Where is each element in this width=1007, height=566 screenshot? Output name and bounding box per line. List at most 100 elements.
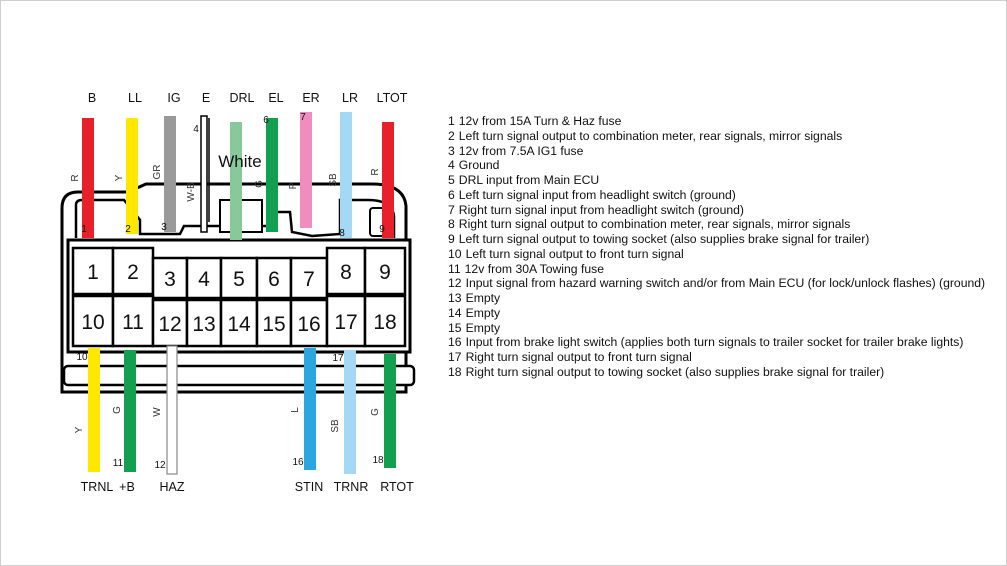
wire-signal-label-5: DRL	[229, 91, 254, 105]
pin-number-6: 6	[268, 268, 280, 291]
pin-cavity-5	[219, 256, 259, 300]
wire-pin-label-12: 12	[154, 460, 166, 471]
wire-signal-label-10: TRNL	[81, 480, 114, 494]
legend-description: 12v from 30A Towing fuse	[464, 261, 604, 276]
wire-pin-12	[166, 345, 178, 475]
pin-number-11: 11	[122, 311, 144, 334]
wire-color-code-8: SB	[328, 173, 339, 187]
pin-number-3: 3	[164, 268, 176, 291]
legend-pin-number: 9	[448, 232, 455, 246]
wire-pin-label-2: 2	[125, 224, 131, 235]
pin-cavity-14	[219, 298, 259, 348]
legend-pin-number: 16	[448, 335, 462, 350]
legend-pin-number: 1	[448, 114, 455, 128]
wire-signal-label-18: RTOT	[380, 480, 414, 494]
wire-signal-label-11: +B	[119, 480, 135, 494]
wire-pin-8	[340, 112, 352, 238]
wire-pin-label-10: 10	[76, 352, 88, 363]
legend-description: Right turn signal output to towing socke…	[465, 364, 885, 379]
wire-pin-17	[344, 350, 356, 474]
legend-pin-number: 3	[448, 143, 455, 158]
wire-signal-label-12: HAZ	[160, 480, 185, 494]
pin-number-15: 15	[262, 313, 285, 336]
pin-number-7: 7	[303, 268, 315, 291]
legend-description: DRL input from Main ECU	[458, 173, 600, 187]
wire-pin-label-7: 7	[300, 112, 306, 123]
wire-color-code-11: G	[112, 406, 123, 414]
wire-pin-16	[304, 348, 316, 470]
wire-color-code-2: Y	[114, 174, 125, 181]
wire-color-code-16: L	[290, 407, 301, 413]
legend-pin-number: 7	[448, 202, 455, 217]
pin-number-8: 8	[340, 261, 352, 284]
legend-description: Right turn signal output to front turn s…	[465, 350, 692, 364]
pin-cavity-18	[363, 294, 407, 348]
pin-cavity-13	[185, 298, 223, 348]
pin-cavity-6	[255, 256, 293, 300]
wire-pin-11	[124, 350, 136, 472]
wire-color-code-12: W	[152, 407, 163, 417]
legend-pin-number: 12	[448, 276, 462, 291]
wire-pin-1	[82, 118, 94, 238]
wire-signal-label-4: E	[202, 91, 210, 105]
legend-pin-number: 13	[448, 291, 462, 305]
wire-color-code-18: G	[370, 408, 381, 416]
wire-signal-label-3: IG	[167, 91, 180, 105]
wire-pin-label-17: 17	[332, 353, 344, 364]
legend-pin-number: 11	[448, 261, 461, 276]
legend-pin-number: 6	[448, 187, 455, 202]
wire-pin-label-11: 11	[113, 458, 124, 469]
pin-number-13: 13	[192, 313, 215, 336]
pin-number-14: 14	[227, 313, 251, 336]
wire-color-code-9: R	[370, 168, 381, 175]
wire-color-code-3: GR	[152, 165, 163, 180]
wire-pin-label-1: 1	[81, 224, 87, 235]
legend-description: Left turn signal output to towing socket…	[458, 232, 870, 246]
wire-signal-label-9: LTOT	[377, 91, 408, 105]
pin-number-18: 18	[373, 311, 396, 334]
wire-pin-label-9: 9	[379, 224, 385, 235]
wire-color-code-7: P	[288, 182, 299, 189]
pin-number-10: 10	[81, 311, 104, 334]
pin-number-16: 16	[297, 313, 320, 336]
wire-pin-7	[300, 112, 312, 228]
legend-description: Right turn signal output to combination …	[458, 217, 851, 232]
connector-lower-rim	[62, 364, 416, 387]
wire-color-code-1: R	[70, 174, 81, 181]
legend-pin-number: 5	[448, 173, 455, 187]
legend-pin-number: 8	[448, 217, 455, 232]
pin-cavity-8	[325, 246, 367, 296]
wire-signal-label-16: STIN	[295, 480, 323, 494]
wire-pin-10	[88, 348, 100, 472]
wire-pin-5	[230, 122, 242, 240]
legend-description: Empty	[465, 320, 501, 335]
legend-pin-number: 4	[448, 158, 455, 173]
wire-signal-label-6: EL	[268, 91, 283, 105]
legend-description: Left turn signal input from headlight sw…	[458, 187, 736, 202]
wire-pin-6	[266, 118, 278, 232]
pin-cavity-4	[185, 256, 223, 300]
pin-number-2: 2	[127, 261, 139, 284]
pin-number-5: 5	[233, 268, 245, 291]
legend-pin-number: 15	[448, 320, 462, 335]
white-wire-label: White	[218, 152, 261, 171]
wire-signal-label-7: ER	[302, 91, 319, 105]
legend-pin-number: 17	[448, 350, 462, 364]
pin-number-9: 9	[379, 261, 391, 284]
pin-number-17: 17	[334, 311, 357, 334]
wire-pin-4	[200, 115, 208, 233]
wire-color-code-10: Y	[74, 426, 85, 433]
wire-pin-label-3: 3	[161, 222, 167, 233]
